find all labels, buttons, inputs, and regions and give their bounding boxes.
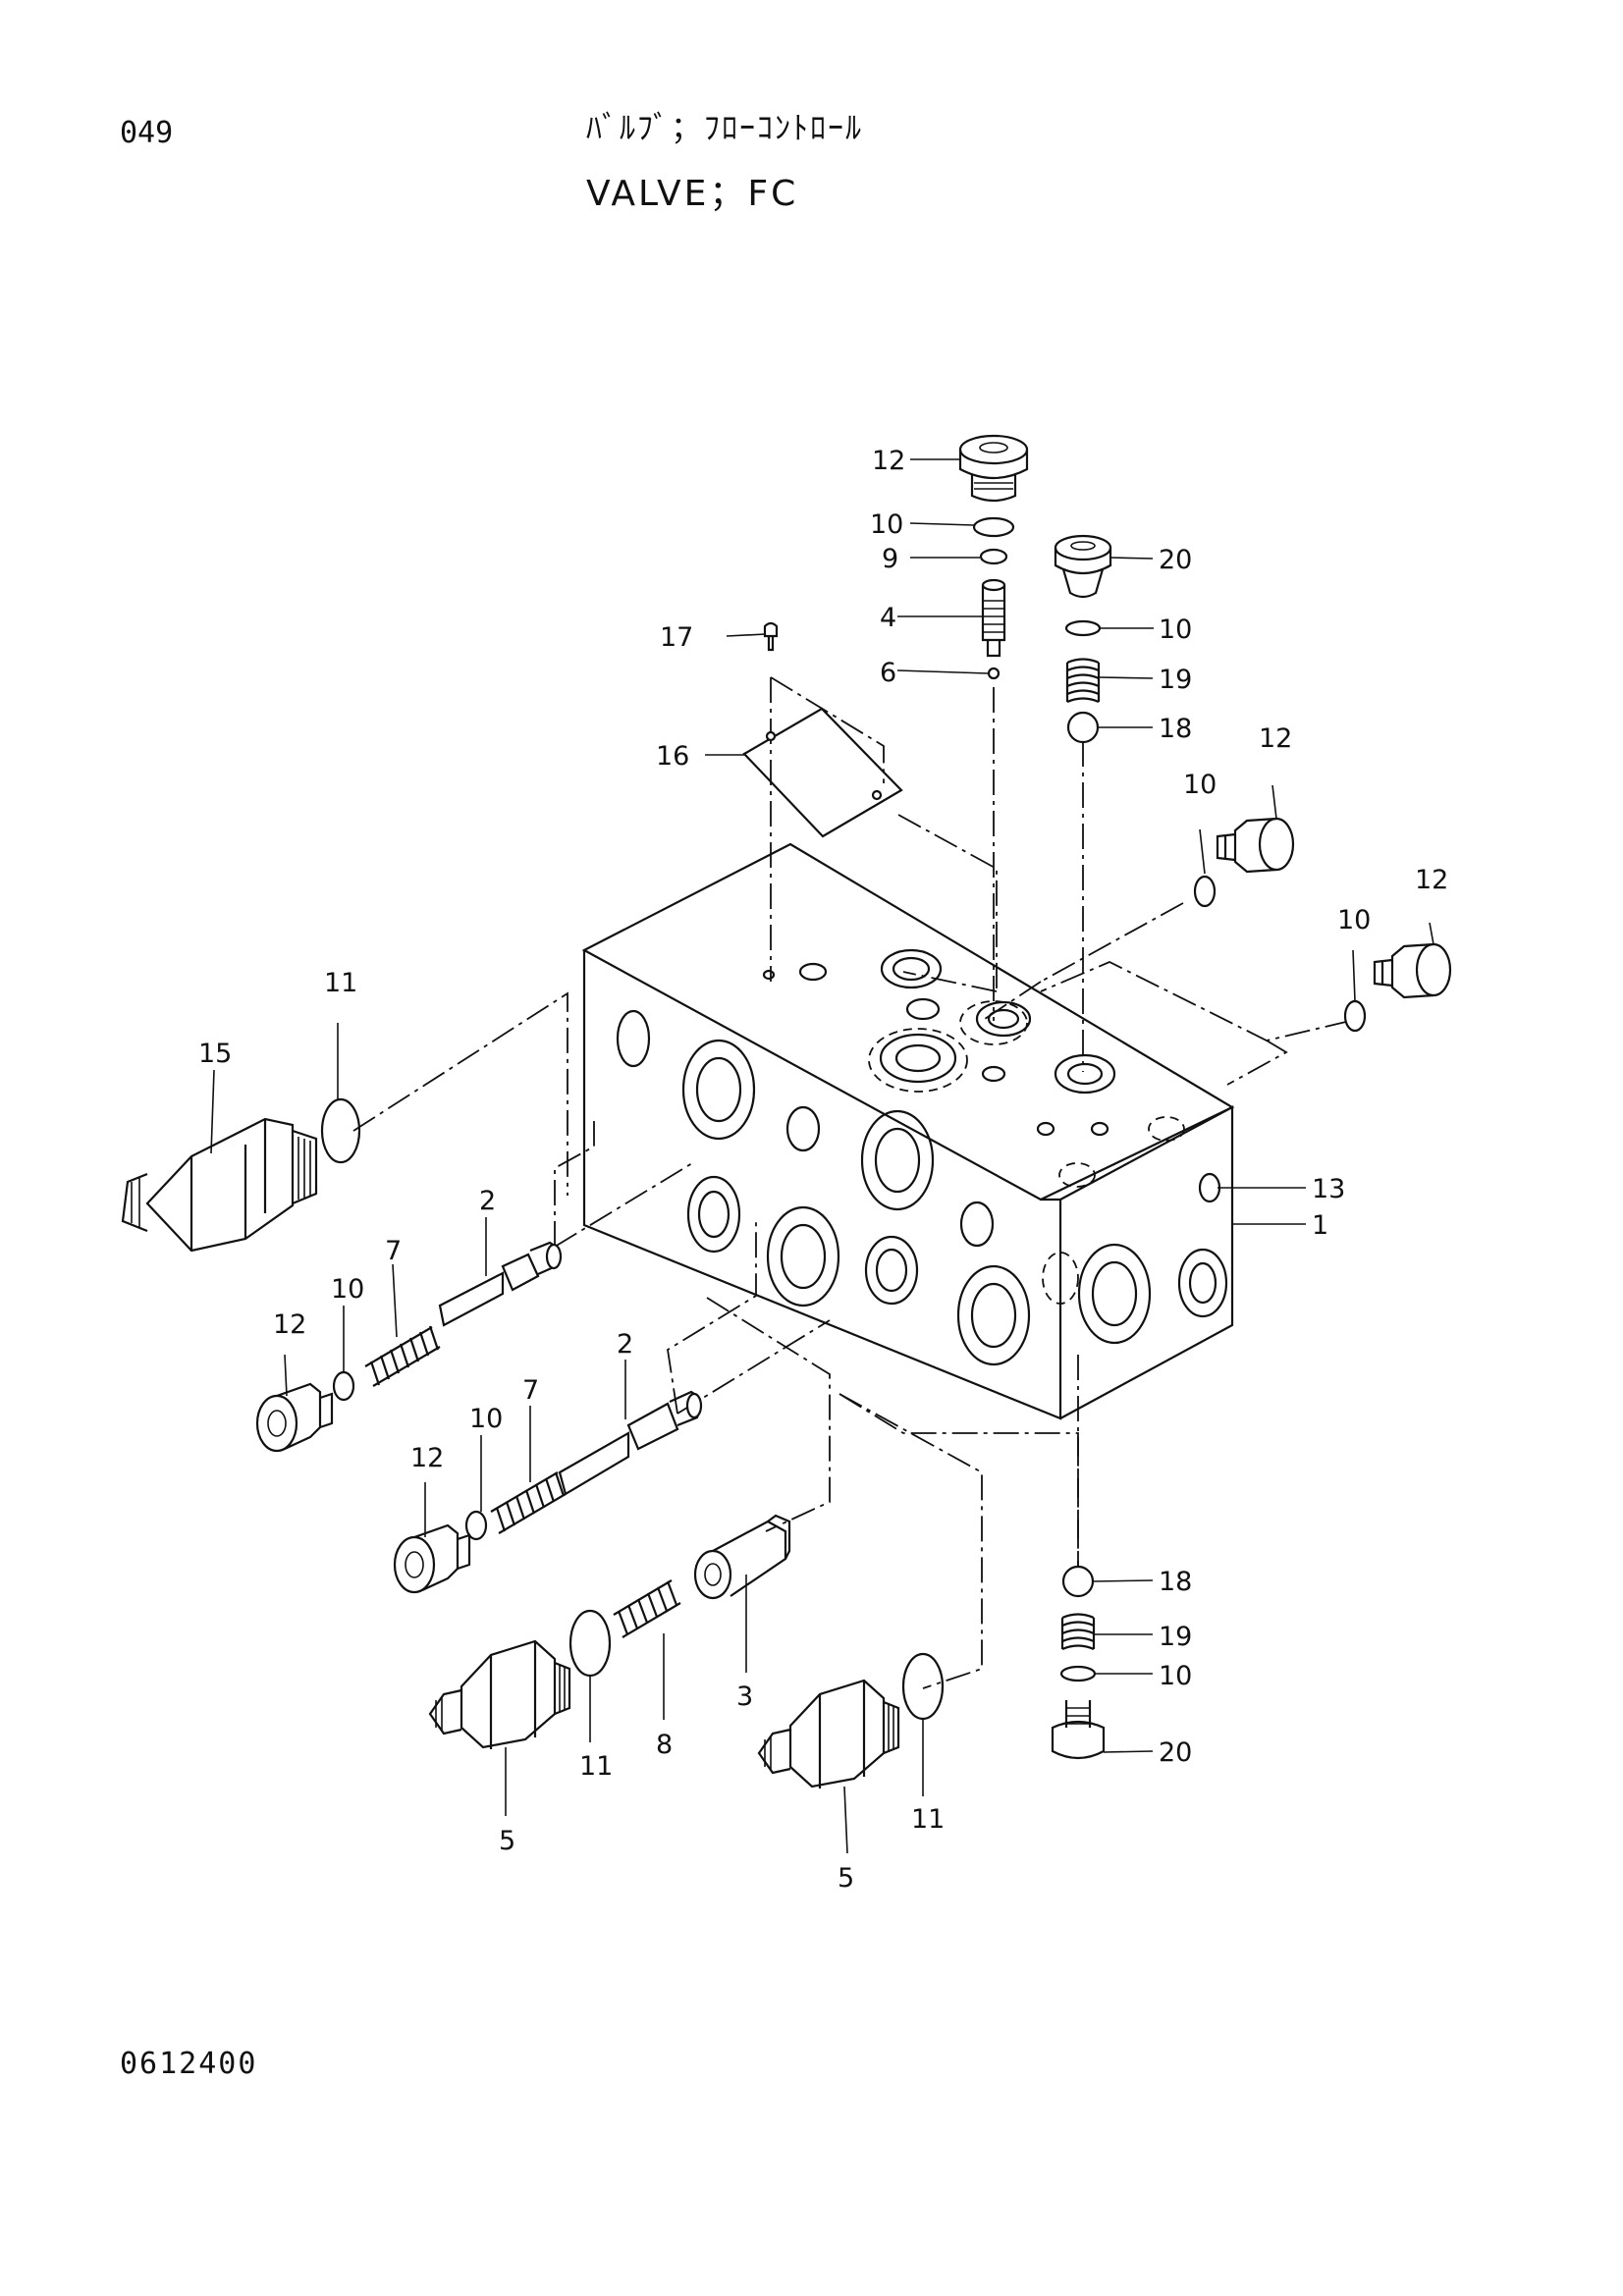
part-5-fitting-right: [757, 1679, 900, 1789]
callout-7: 7: [522, 1375, 539, 1406]
callout-3: 3: [736, 1682, 753, 1712]
callout-6: 6: [880, 658, 896, 688]
callout-8: 8: [656, 1730, 673, 1760]
callout-7: 7: [385, 1236, 402, 1266]
part-19-spring-lower: [1060, 1613, 1096, 1651]
callout-10: 10: [1159, 1661, 1192, 1691]
callout-4: 4: [880, 603, 896, 633]
part-12-plug-right-a: [1216, 817, 1295, 874]
callout-10: 10: [1337, 905, 1371, 935]
callout-2: 2: [479, 1186, 496, 1216]
part-12-plug-spool-upper: [255, 1382, 334, 1453]
part-11-oring-left: [320, 1097, 361, 1164]
drawing-code: 0612400: [120, 2047, 258, 2081]
callout-5: 5: [499, 1826, 515, 1856]
callout-12: 12: [1259, 723, 1292, 754]
part-7-spring-upper: [364, 1325, 441, 1387]
callout-9: 9: [882, 544, 898, 574]
part-10-oring-top: [972, 516, 1015, 538]
leader-lines: [210, 458, 1434, 1854]
callout-10: 10: [870, 509, 903, 540]
callout-5: 5: [838, 1863, 854, 1894]
callout-labels: 12 10 9 4 6 20 10 19 18 17 16 12 10 12 1…: [198, 446, 1448, 1894]
part-10-oring-right-a: [1193, 875, 1217, 908]
callout-10: 10: [331, 1274, 364, 1305]
callout-18: 18: [1159, 1567, 1192, 1597]
part-2-spool-lower: [558, 1390, 703, 1496]
title-english: VALVE；FC: [586, 174, 799, 214]
callout-11: 11: [324, 968, 357, 998]
part-16-nameplate: [742, 707, 903, 838]
callout-19: 19: [1159, 665, 1192, 695]
part-10-oring-upper-right: [1064, 619, 1102, 637]
callout-11: 11: [911, 1804, 945, 1835]
callout-10: 10: [1183, 770, 1217, 800]
callout-10: 10: [469, 1404, 503, 1434]
callout-12: 12: [273, 1309, 306, 1340]
part-17-screw: [763, 621, 779, 652]
part-18-ball-upper: [1066, 711, 1100, 744]
callout-12: 12: [872, 446, 905, 476]
part-10-oring-lower-right: [1059, 1665, 1097, 1682]
part-4-orifice: [981, 578, 1006, 658]
callout-11: 11: [579, 1751, 613, 1782]
part-18-ball-lower: [1061, 1565, 1095, 1598]
part-3-sleeve: [693, 1514, 791, 1600]
callout-1: 1: [1312, 1210, 1328, 1241]
part-7-spring-lower: [490, 1471, 567, 1534]
callout-18: 18: [1159, 714, 1192, 744]
part-6-ball: [987, 667, 1001, 680]
part-11-oring-right: [901, 1652, 945, 1721]
callout-15: 15: [198, 1039, 232, 1069]
callout-12: 12: [410, 1443, 444, 1473]
part-5-fitting-left: [428, 1639, 571, 1749]
callout-20: 20: [1159, 1737, 1192, 1768]
valve-body: [581, 842, 1235, 1420]
part-10-oring-right-b: [1343, 999, 1367, 1033]
part-10-oring-spool-lower: [464, 1510, 488, 1541]
page-code: 049: [120, 116, 174, 150]
part-20-plug-upper: [1054, 534, 1112, 599]
callout-12: 12: [1415, 865, 1448, 895]
part-12-plug-right-b: [1373, 942, 1452, 999]
part-9-ring: [979, 548, 1008, 565]
part-20-plug-lower: [1051, 1700, 1106, 1760]
title-japanese: ﾊﾞﾙﾌﾞ；ﾌﾛｰｺﾝﾄﾛｰﾙ: [586, 109, 864, 146]
callout-10: 10: [1159, 614, 1192, 645]
callout-20: 20: [1159, 545, 1192, 575]
callout-2: 2: [617, 1329, 633, 1360]
part-2-spool-upper: [438, 1241, 563, 1327]
part-11-oring-mid: [568, 1609, 612, 1678]
callout-17: 17: [660, 622, 693, 653]
part-12-plug-top: [958, 434, 1029, 503]
callout-13: 13: [1312, 1174, 1345, 1204]
part-8-spring: [613, 1579, 681, 1638]
callout-19: 19: [1159, 1622, 1192, 1652]
part-10-oring-spool-upper: [332, 1370, 355, 1402]
part-19-spring-upper: [1065, 658, 1101, 704]
part-15-fitting: [121, 1117, 318, 1253]
callout-16: 16: [656, 741, 689, 772]
assembly-centerlines: [352, 676, 1351, 1689]
part-12-plug-spool-lower: [393, 1523, 471, 1594]
